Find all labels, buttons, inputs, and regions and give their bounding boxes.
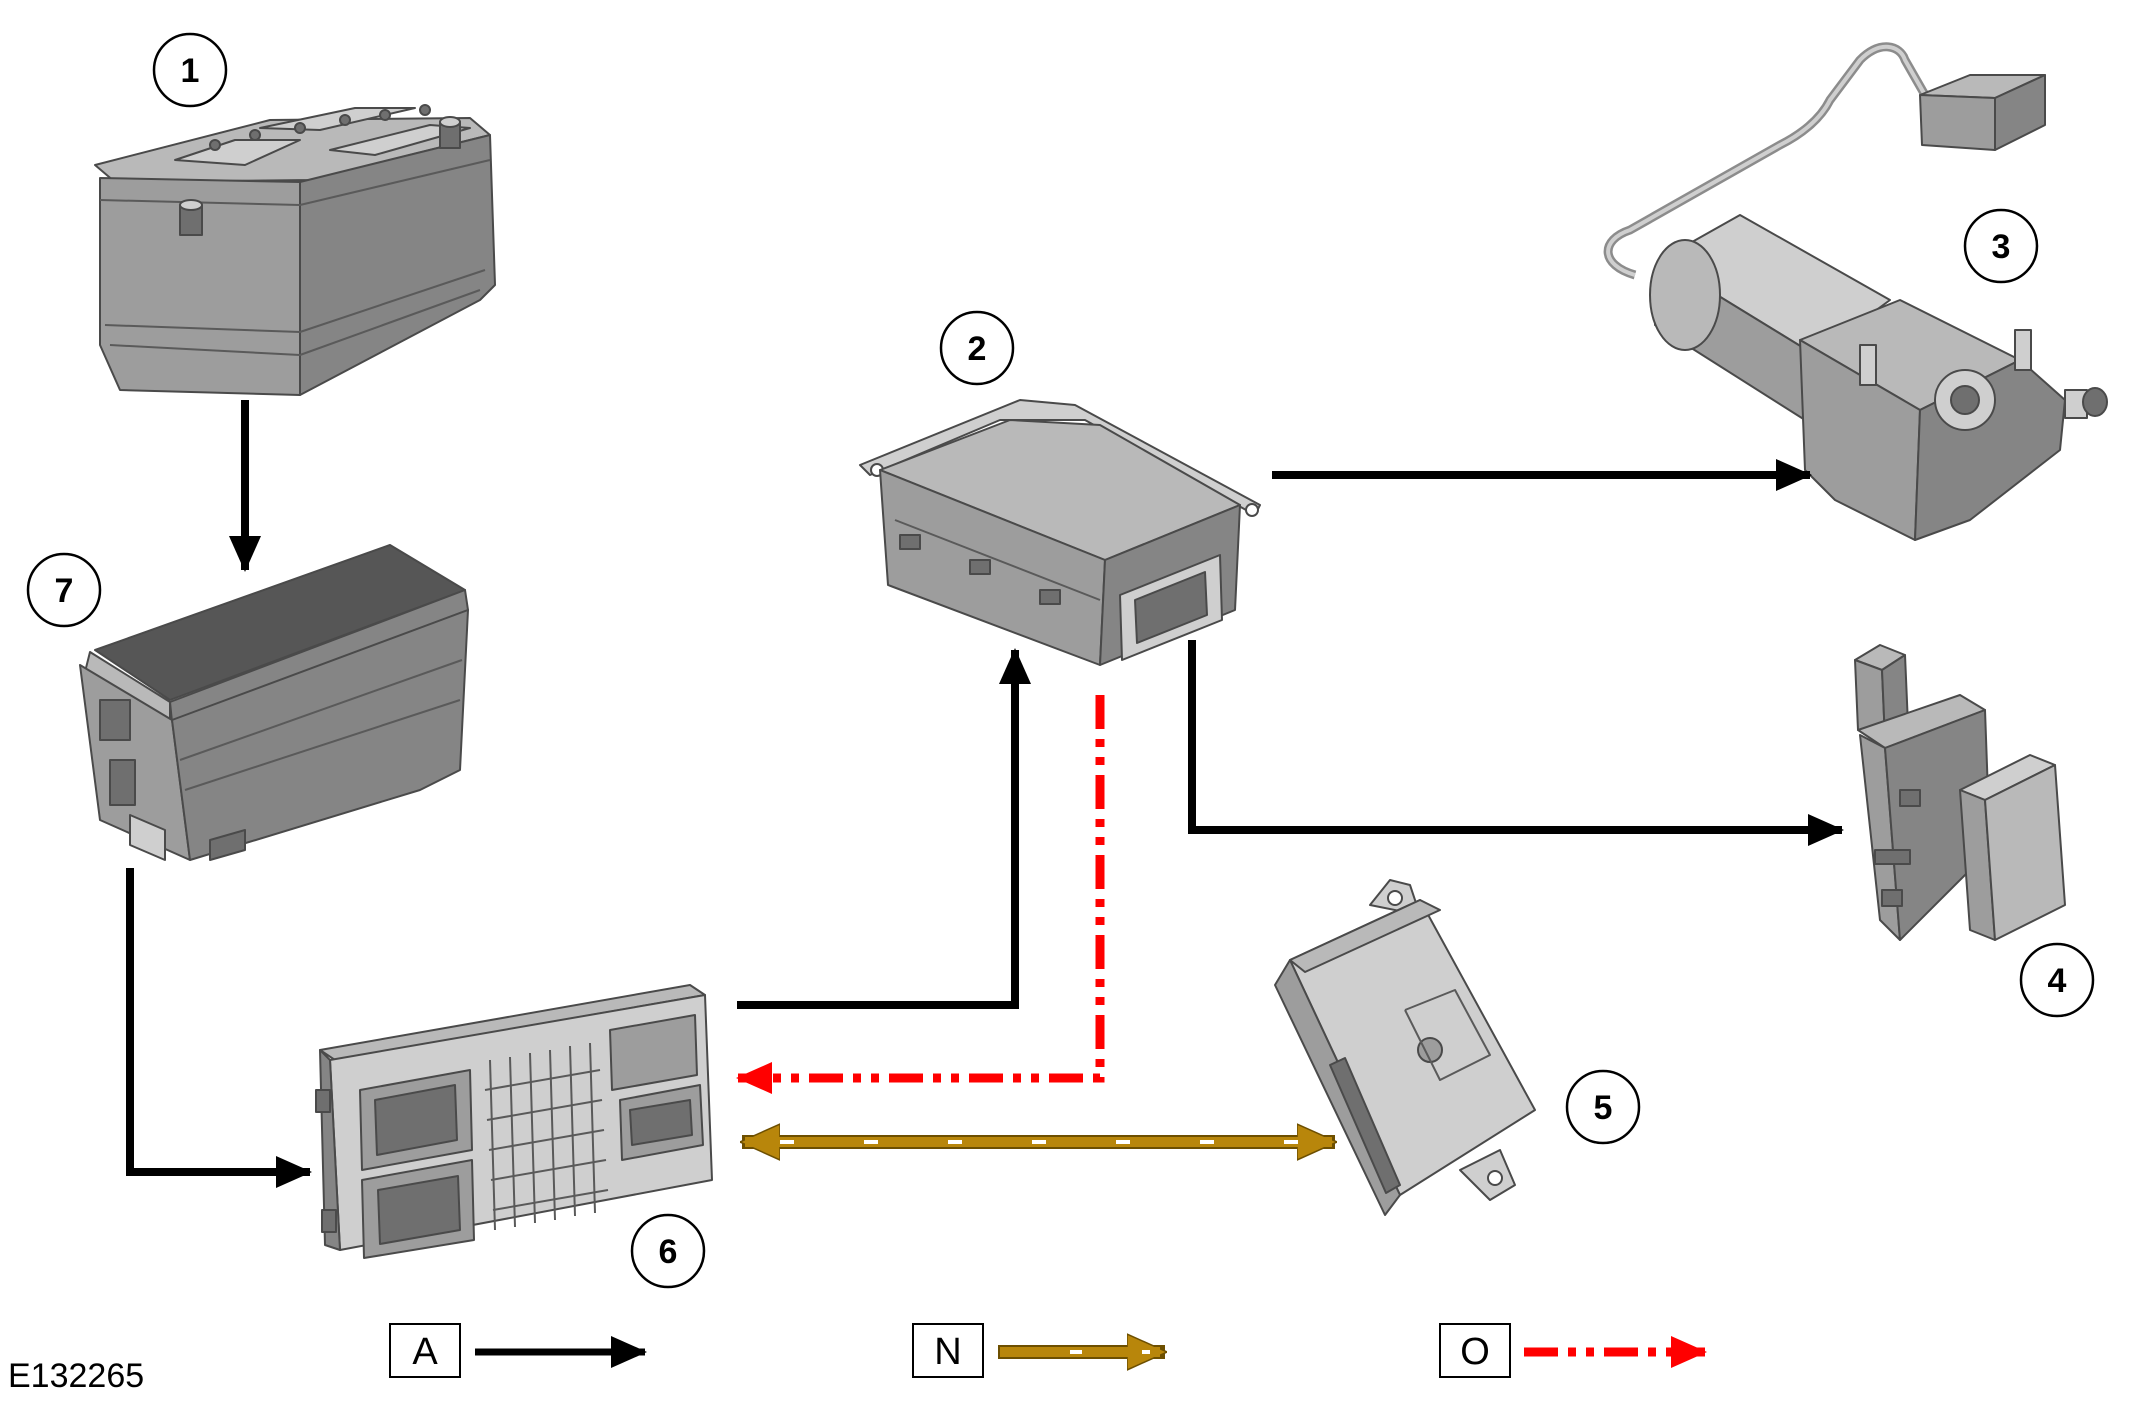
legend-item-o: O xyxy=(1439,1323,1707,1378)
battery-icon xyxy=(94,104,496,396)
connection-7-to-6 xyxy=(126,868,312,1188)
callout-5: 5 xyxy=(1565,1069,1641,1145)
control-module-icon xyxy=(1274,879,1536,1216)
svg-text:7: 7 xyxy=(55,572,74,610)
legend-item-n: N xyxy=(912,1323,1165,1378)
svg-text:N: N xyxy=(934,1331,961,1373)
svg-text:1: 1 xyxy=(181,52,200,90)
svg-text:O: O xyxy=(1460,1331,1490,1373)
connection-2-to-6 xyxy=(736,695,1105,1094)
switch-icon xyxy=(1854,644,2066,941)
callout-3: 3 xyxy=(1963,208,2039,284)
connection-2-to-4 xyxy=(1188,640,1844,846)
callout-1: 1 xyxy=(152,32,228,108)
callout-6: 6 xyxy=(630,1213,706,1289)
svg-text:4: 4 xyxy=(2048,962,2067,1000)
svg-text:5: 5 xyxy=(1594,1089,1613,1127)
motor-icon xyxy=(1603,42,2108,541)
connection-6-to-2 xyxy=(737,648,1031,1009)
legend-item-a: A xyxy=(389,1323,647,1378)
control-module-icon xyxy=(859,399,1261,666)
fuse-box-icon xyxy=(79,544,469,861)
svg-text:3: 3 xyxy=(1992,228,2011,266)
svg-text:2: 2 xyxy=(968,330,987,368)
callout-7: 7 xyxy=(26,552,102,628)
figure-id: E132265 xyxy=(8,1357,144,1395)
callout-4: 4 xyxy=(2019,942,2095,1018)
callout-2: 2 xyxy=(939,310,1015,386)
svg-text:6: 6 xyxy=(659,1233,678,1271)
fuse-box-icon xyxy=(315,984,713,1259)
svg-text:A: A xyxy=(412,1331,438,1373)
